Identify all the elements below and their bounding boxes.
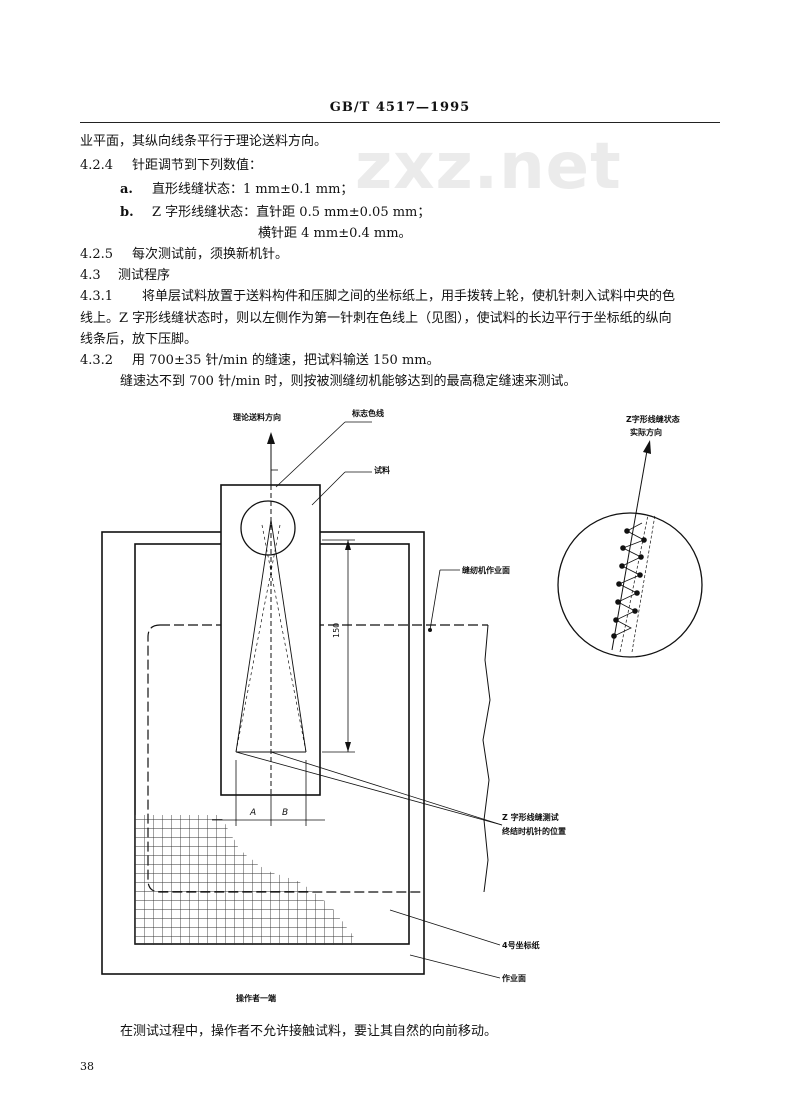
section-4-2-5-text: 每次测试前，须换新机针。 [132,247,289,262]
dimension-b-label: B [282,808,289,818]
machine-surface-break-line [482,624,491,893]
leader-specimen [311,471,346,506]
section-4-3-2-line2: 缝速达不到 700 针/min 时，则按被测缝纫机能够达到的最高稳定缝速来测试。 [120,374,577,389]
item-a-label: a. [120,182,133,197]
watermark-text: zxz.net [355,130,622,204]
detail-circle [557,512,703,658]
needle-path-right [270,519,307,753]
leader-graph-paper [389,909,501,946]
item-b-label: b. [120,205,134,220]
section-4-3-1-number: 4.3.1 [80,289,114,304]
paragraph-continuation: 业平面，其纵向线条平行于理论送料方向。 [80,134,328,149]
label-machine-surface: 缝纫机作业面 [462,566,510,575]
leader-needle-left [235,751,503,826]
closing-paragraph: 在测试过程中，操作者不允许接触试料，要让其自然的向前移动。 [120,1024,498,1039]
item-a-text: 直形线缝状态：1 mm±0.1 mm； [152,182,354,197]
label-zigzag-end-line1: Z 字形线缝测试 [502,813,559,822]
section-4-2-5-number: 4.2.5 [80,247,114,262]
label-graph-paper: 4号坐标纸 [502,941,540,950]
section-4-2-4-number: 4.2.4 [80,158,114,173]
label-zigzag-actual-line1: Z字形线缝状态 [626,415,680,424]
label-operator-end: 操作者一端 [236,994,276,1003]
section-4-3-number: 4.3 [80,268,101,283]
section-4-3-2-number: 4.3.2 [80,353,114,368]
machine-surface-outline [147,624,424,893]
label-specimen: 试料 [374,466,390,475]
leader-marker-line [275,421,346,488]
label-zigzag-actual-line2: 实际方向 [630,428,662,437]
leader-work-surface [409,954,501,979]
label-marker-line: 标志色线 [352,409,384,418]
section-4-3-title: 测试程序 [118,268,171,283]
header-rule [80,122,720,123]
section-4-3-2-line1: 用 700±35 针/min 的缝速，把试料输送 150 mm。 [132,353,440,368]
dimension-150-label: 150 [332,622,341,638]
label-work-surface: 作业面 [502,974,526,983]
item-b-text: Z 字形线缝状态：直针距 0.5 mm±0.05 mm； [152,205,431,220]
actual-direction-line [611,444,649,651]
section-4-3-1-line1: 将单层试料放置于送料构件和压脚之间的坐标纸上，用手拨转上轮，使机针刺入试料中央的… [142,289,676,304]
dimension-a-label: A [250,808,257,818]
leader-needle-right [270,751,503,826]
section-4-3-1-line2: 线上。Z 字形线缝状态时，则以左侧作为第一针刺在色线上（见图），使试料的长边平行… [80,311,672,326]
zigzag-stitches [611,522,647,639]
label-zigzag-end-line2: 终结时机针的位置 [502,827,566,836]
label-feed-direction: 理论送料方向 [233,413,281,422]
leader-machine-surface [429,569,441,631]
needle-path-left [235,519,272,753]
item-b-text-continued: 横针距 4 mm±0.4 mm。 [258,226,412,241]
page-number: 38 [80,1060,94,1073]
section-4-2-4-text: 针距调节到下列数值： [132,158,263,173]
graph-paper-grid [135,815,360,945]
section-4-3-1-line3: 线条后，放下压脚。 [80,332,198,347]
page-header-standard-id: GB/T 4517—1995 [329,100,471,115]
